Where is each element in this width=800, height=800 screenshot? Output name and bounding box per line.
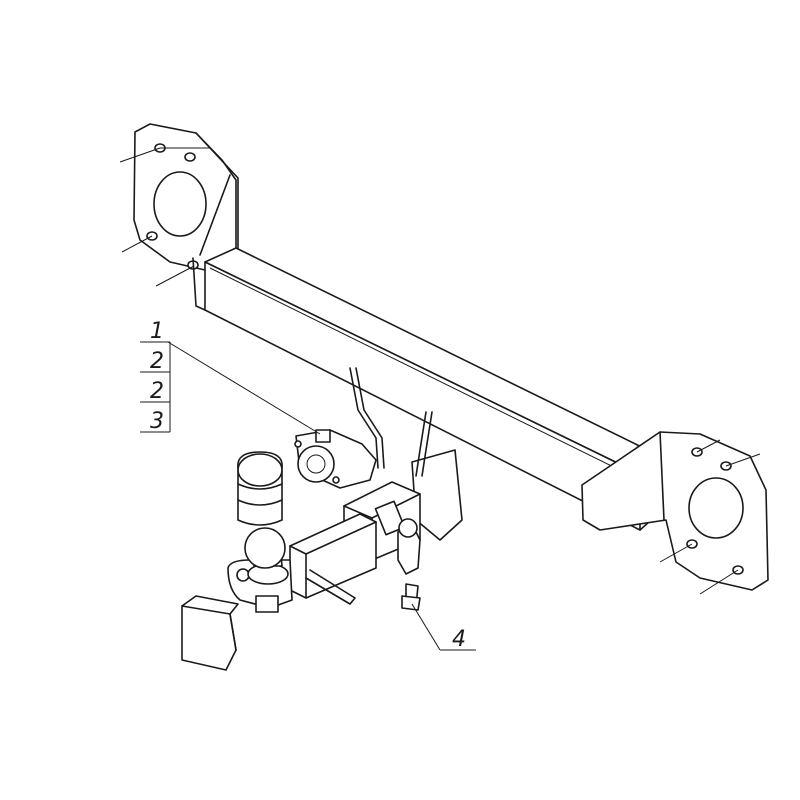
ball-mount bbox=[227, 513, 377, 613]
callout-2b: 2 bbox=[150, 379, 164, 404]
right-bracket-large-hole bbox=[688, 477, 744, 539]
right-mounting-bracket bbox=[581, 431, 769, 591]
electrical-socket bbox=[294, 429, 377, 489]
callout-1: 1 bbox=[150, 319, 164, 344]
left-bracket-large-hole bbox=[153, 171, 207, 237]
callout-2a: 2 bbox=[150, 349, 164, 374]
cross-beam bbox=[204, 247, 669, 531]
receiver-plug-cap bbox=[181, 595, 239, 671]
receiver-hitch bbox=[343, 367, 463, 561]
pin-and-bolt bbox=[397, 518, 421, 611]
leader-lines bbox=[119, 147, 761, 651]
left-mounting-bracket bbox=[133, 123, 239, 311]
callout-3: 3 bbox=[150, 409, 164, 434]
tow-ball-cover bbox=[237, 451, 283, 526]
tow-ball bbox=[244, 527, 286, 569]
callout-4: 4 bbox=[452, 627, 466, 652]
left-bracket-bolt-hole bbox=[184, 152, 196, 162]
